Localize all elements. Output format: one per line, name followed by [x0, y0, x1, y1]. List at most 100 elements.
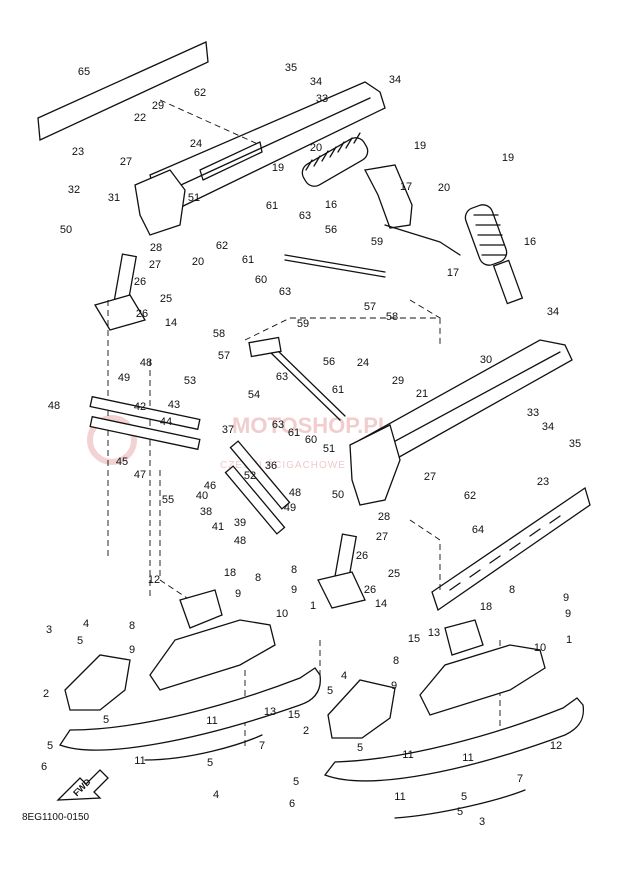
callout-5: 5 — [207, 757, 213, 769]
callout-53: 53 — [184, 375, 196, 387]
callout-62: 62 — [464, 490, 476, 502]
callout-46: 46 — [204, 480, 216, 492]
callout-14: 14 — [375, 598, 387, 610]
callout-63: 63 — [272, 419, 284, 431]
callout-47: 47 — [134, 469, 146, 481]
callout-19: 19 — [502, 152, 514, 164]
callout-5: 5 — [461, 791, 467, 803]
shock-absorber-top — [301, 132, 369, 187]
callout-2: 2 — [43, 688, 49, 700]
callout-34: 34 — [547, 306, 559, 318]
callout-19: 19 — [272, 162, 284, 174]
callout-37: 37 — [222, 424, 234, 436]
callout-3: 3 — [46, 624, 52, 636]
callout-6: 6 — [289, 798, 295, 810]
callout-27: 27 — [149, 259, 161, 271]
callout-29: 29 — [392, 375, 404, 387]
ski-right — [323, 619, 585, 819]
callout-20: 20 — [310, 142, 322, 154]
callout-62: 62 — [194, 87, 206, 99]
callout-16: 16 — [524, 236, 536, 248]
ski-left — [59, 589, 321, 761]
callout-65: 65 — [78, 66, 90, 78]
callout-17: 17 — [447, 267, 459, 279]
callout-25: 25 — [160, 293, 172, 305]
callout-18: 18 — [224, 567, 236, 579]
callout-33: 33 — [316, 93, 328, 105]
callout-5: 5 — [77, 635, 83, 647]
callout-5: 5 — [327, 685, 333, 697]
callout-22: 22 — [134, 112, 146, 124]
callout-10: 10 — [534, 642, 546, 654]
callout-5: 5 — [457, 806, 463, 818]
callout-45: 45 — [116, 456, 128, 468]
callout-3: 3 — [479, 816, 485, 828]
callout-13: 13 — [264, 706, 276, 718]
callout-26: 26 — [356, 550, 368, 562]
callout-12: 12 — [550, 740, 562, 752]
callout-24: 24 — [190, 138, 202, 150]
callout-9: 9 — [391, 680, 397, 692]
callout-5: 5 — [47, 740, 53, 752]
callout-56: 56 — [325, 224, 337, 236]
callout-9: 9 — [235, 588, 241, 600]
tie-rod-upper — [284, 254, 386, 278]
callout-51: 51 — [188, 192, 200, 204]
callout-9: 9 — [291, 584, 297, 596]
callout-27: 27 — [376, 531, 388, 543]
callout-7: 7 — [259, 740, 265, 752]
radius-rods-left — [89, 395, 291, 535]
callout-23: 23 — [72, 146, 84, 158]
callout-44: 44 — [160, 416, 172, 428]
callout-12: 12 — [148, 574, 160, 586]
callout-27: 27 — [424, 471, 436, 483]
callout-24: 24 — [357, 357, 369, 369]
callout-51: 51 — [323, 443, 335, 455]
watermark-main: MOTOSHOP.PL — [232, 413, 391, 438]
callout-33: 33 — [527, 407, 539, 419]
callout-26: 26 — [134, 276, 146, 288]
callout-13: 13 — [428, 627, 440, 639]
callout-27: 27 — [120, 156, 132, 168]
callout-6: 6 — [41, 761, 47, 773]
callout-8: 8 — [255, 572, 261, 584]
callout-50: 50 — [332, 489, 344, 501]
callout-5: 5 — [103, 714, 109, 726]
callout-10: 10 — [276, 608, 288, 620]
callout-28: 28 — [378, 511, 390, 523]
callout-48: 48 — [140, 357, 152, 369]
callout-18: 18 — [480, 601, 492, 613]
callout-50: 50 — [60, 224, 72, 236]
callout-32: 32 — [68, 184, 80, 196]
callout-11: 11 — [394, 791, 405, 803]
callout-5: 5 — [357, 742, 363, 754]
callout-9: 9 — [563, 592, 569, 604]
callout-58: 58 — [213, 328, 225, 340]
callout-5: 5 — [293, 776, 299, 788]
callout-23: 23 — [537, 476, 549, 488]
callout-57: 57 — [218, 350, 230, 362]
callout-62: 62 — [216, 240, 228, 252]
callout-19: 19 — [414, 140, 426, 152]
callout-61: 61 — [332, 384, 344, 396]
diagram-code: 8EG1100-0150 — [22, 812, 90, 823]
callout-29: 29 — [152, 100, 164, 112]
callout-58: 58 — [386, 311, 398, 323]
callout-26: 26 — [364, 584, 376, 596]
callout-61: 61 — [266, 200, 278, 212]
callout-63: 63 — [279, 286, 291, 298]
callout-8: 8 — [509, 584, 515, 596]
callout-8: 8 — [291, 564, 297, 576]
spindle-bracket-right — [317, 424, 401, 609]
callout-40: 40 — [196, 490, 208, 502]
callout-30: 30 — [480, 354, 492, 366]
callout-63: 63 — [299, 210, 311, 222]
spindle-bracket-top — [94, 169, 186, 331]
callout-11: 11 — [206, 715, 217, 727]
callout-56: 56 — [323, 356, 335, 368]
callout-11: 11 — [134, 755, 145, 767]
callout-39: 39 — [234, 517, 246, 529]
callout-9: 9 — [565, 608, 571, 620]
